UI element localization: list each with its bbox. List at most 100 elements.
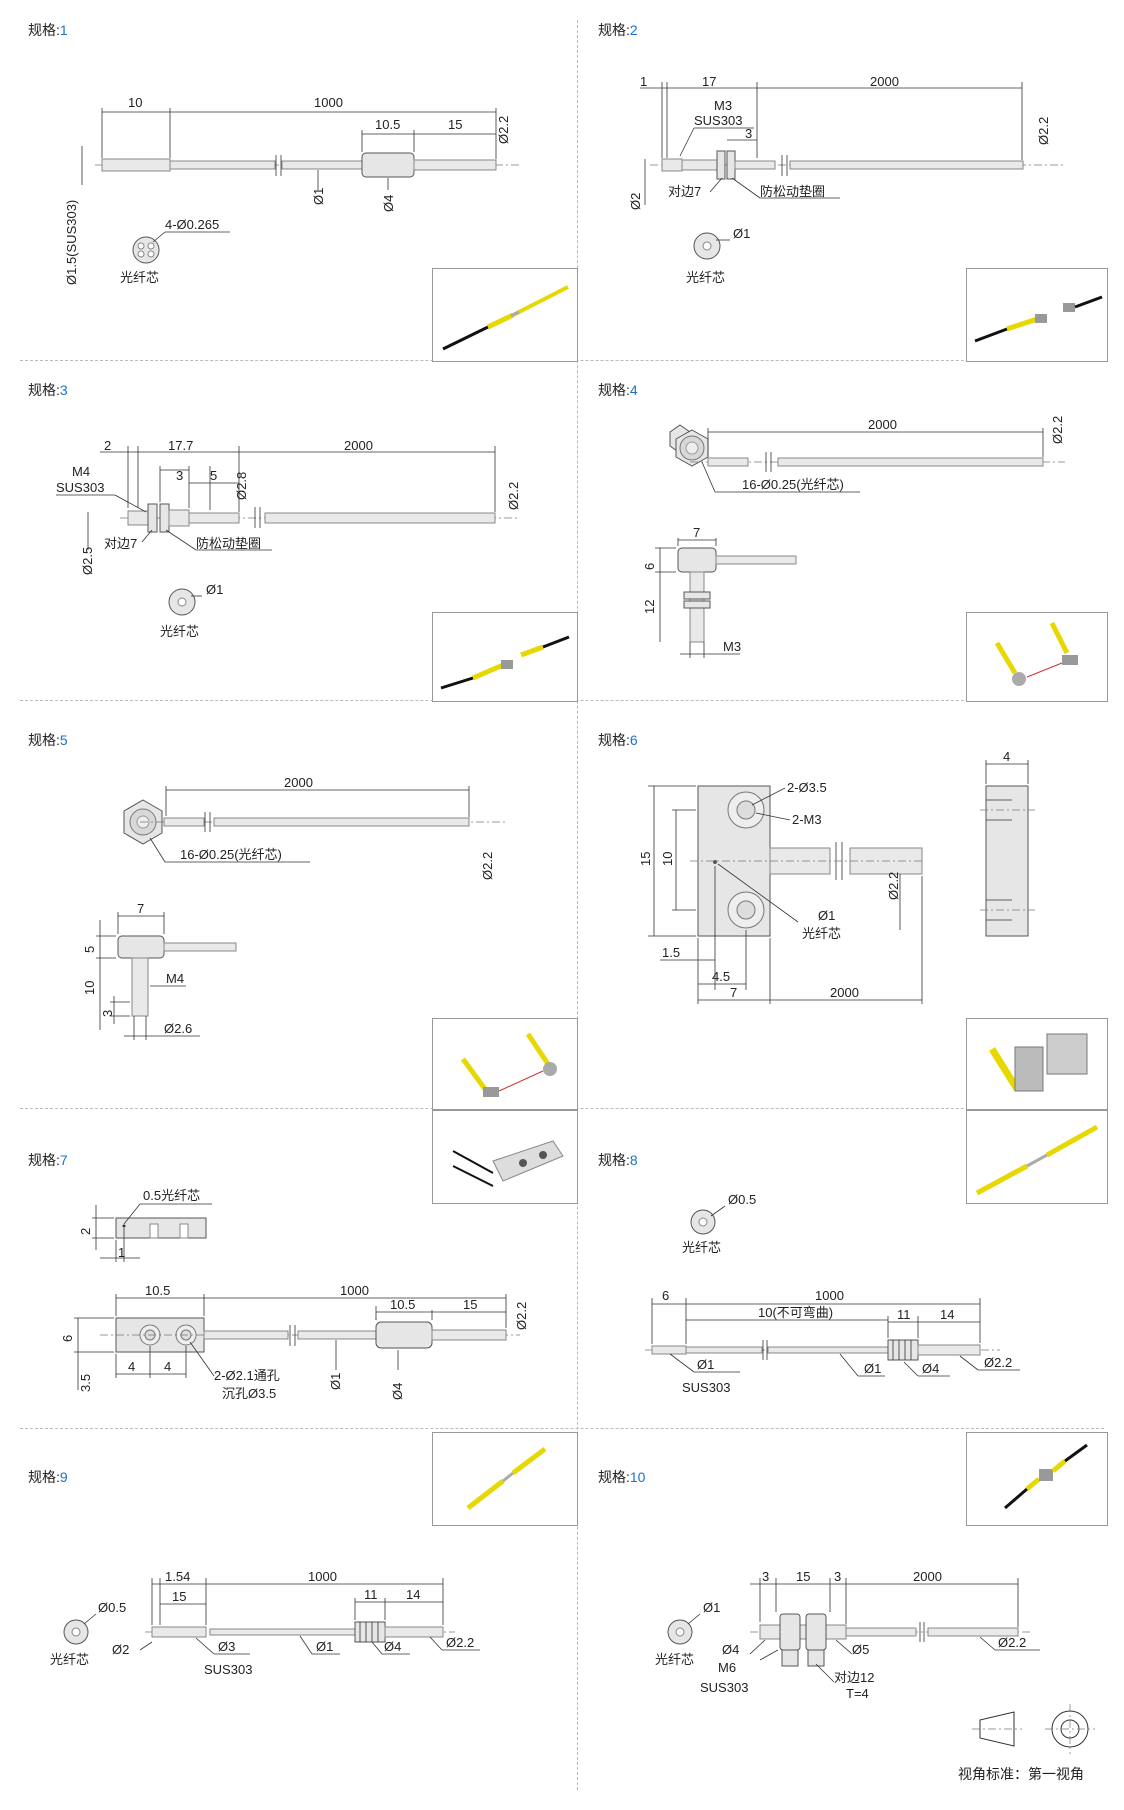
dim-s7-d2-2: Ø2.2	[514, 1302, 529, 1330]
dim-s6-1-5: 1.5	[662, 945, 680, 960]
label-s10-d4: Ø4	[722, 1642, 739, 1657]
drawing-spec-1: 10 1000 10.5 15 Ø2.2 Ø1 Ø4 Ø1.5(SUS303) …	[64, 95, 520, 285]
dim-s2-17: 17	[702, 74, 716, 89]
drawing-spec-2: 1 17 2000 M3 SUS303 3 Ø2.2 Ø2 对边7 防松动垫圈 …	[628, 74, 1065, 285]
dim-s7-10-5: 10.5	[145, 1283, 170, 1298]
dim-s4-2000: 2000	[868, 417, 897, 432]
label-s4-cores: 16-Ø0.25(光纤芯)	[742, 477, 844, 492]
label-s9-d4: Ø4	[384, 1639, 401, 1654]
drawing-spec-8: Ø0.5 光纤芯 6 1000 10(不可弯曲) 11 14 Ø1 SUS303…	[645, 1192, 1020, 1395]
dim-s3-5: 5	[210, 468, 217, 483]
label-s3-sus: SUS303	[56, 480, 104, 495]
dim-s7-15: 15	[463, 1297, 477, 1312]
product-photo-3	[432, 612, 578, 702]
dim-s6-7: 7	[730, 985, 737, 1000]
label-s6-core-dia: Ø1	[818, 908, 835, 923]
dim-s7-d1: Ø1	[328, 1373, 343, 1390]
label-s4-m3: M3	[723, 639, 741, 654]
label-s7-core: 0.5光纤芯	[143, 1188, 200, 1203]
label-s2-sus: SUS303	[694, 113, 742, 128]
dim-s8-11: 11	[897, 1307, 911, 1322]
label-s2-core: 光纤芯	[686, 270, 725, 285]
row-divider	[20, 1428, 1104, 1429]
product-photo-2	[966, 268, 1108, 362]
drawing-spec-7: 0.5光纤芯 2 1 10.5 1000 10.5 15 Ø2.2 6 3.5	[60, 1188, 529, 1401]
spec-title-5: 规格:5	[28, 732, 68, 748]
dim-s10-3b: 3	[834, 1569, 841, 1584]
dim-s3-2: 2	[104, 438, 111, 453]
dim-s3-d2-5: Ø2.5	[80, 547, 95, 575]
label-s6-core: 光纤芯	[802, 926, 841, 941]
label-s9-d2: Ø2	[112, 1642, 129, 1657]
dim-s4-6: 6	[642, 563, 657, 570]
label-s2-flat: 对边7	[668, 184, 701, 199]
label-s8-core-dia: Ø0.5	[728, 1192, 756, 1207]
column-divider	[577, 20, 578, 1790]
label-s7-holes: 2-Ø2.1通孔	[214, 1368, 280, 1383]
dim-s5-3: 3	[100, 1010, 115, 1017]
product-photo-6	[966, 1018, 1108, 1110]
product-photo-5	[432, 1018, 578, 1110]
dim-s3-d2-2: Ø2.2	[506, 482, 521, 510]
drawing-spec-6: 15 10 2-Ø3.5 2-M3 Ø2.2 Ø1 光纤芯 1.5 4.5 7 …	[638, 749, 1035, 1004]
label-s5-cores: 16-Ø0.25(光纤芯)	[180, 847, 282, 862]
product-photo-9	[432, 1432, 578, 1526]
label-s5-d2-6: Ø2.6	[164, 1021, 192, 1036]
dim-s10-2000: 2000	[913, 1569, 942, 1584]
spec-title-7: 规格:7	[28, 1152, 68, 1168]
dim-s5-7: 7	[137, 901, 144, 916]
spec-title-10: 规格:10	[598, 1469, 646, 1485]
dim-s1-10: 10	[128, 95, 142, 110]
dim-s7-1000: 1000	[340, 1283, 369, 1298]
label-s10-d5: Ø5	[852, 1642, 869, 1657]
dim-s2-d2: Ø2	[628, 193, 643, 210]
label-s5-m4: M4	[166, 971, 184, 986]
spec-title-3: 规格:3	[28, 382, 68, 398]
label-s9-core: 光纤芯	[50, 1652, 89, 1667]
view-standard-label: 视角标准：第一视角	[958, 1766, 1084, 1782]
drawing-spec-4: 2000 Ø2.2 16-Ø0.25(光纤芯) 7 6 12 M3	[642, 416, 1065, 658]
dim-s2-d2-2: Ø2.2	[1036, 117, 1051, 145]
dim-s1-d1-5: Ø1.5(SUS303)	[64, 200, 79, 285]
dim-s7-3-5: 3.5	[78, 1374, 93, 1392]
label-s10-thickness: T=4	[846, 1686, 869, 1701]
dim-s6-10: 10	[660, 852, 675, 866]
dim-s5-d2-2: Ø2.2	[480, 852, 495, 880]
dim-s6-4-5: 4.5	[712, 969, 730, 984]
dim-s8-10: 10(不可弯曲)	[758, 1305, 833, 1320]
dim-s9-14: 14	[406, 1587, 420, 1602]
label-s3-m4: M4	[72, 464, 90, 479]
label-s10-sus: SUS303	[700, 1680, 748, 1695]
dim-s7-6: 6	[60, 1335, 75, 1342]
first-angle-projection-icon	[972, 1704, 1095, 1754]
spec-title-9: 规格:9	[28, 1469, 68, 1485]
dim-s2-2000: 2000	[870, 74, 899, 89]
dim-s7-4a: 4	[128, 1359, 135, 1374]
label-s8-sus: SUS303	[682, 1380, 730, 1395]
drawing-spec-9: Ø0.5 光纤芯 1.54 1000 15 11 14 Ø2 Ø3 SUS303…	[50, 1569, 480, 1677]
dim-s1-15: 15	[448, 117, 462, 132]
dim-s3-2000: 2000	[344, 438, 373, 453]
label-s8-core: 光纤芯	[682, 1240, 721, 1255]
spec-title-8: 规格:8	[598, 1152, 638, 1168]
label-s9-d1: Ø1	[316, 1639, 333, 1654]
label-s2-m3: M3	[714, 98, 732, 113]
label-s9-d2-2: Ø2.2	[446, 1635, 474, 1650]
label-s8-d2-2: Ø2.2	[984, 1355, 1012, 1370]
label-s2-washer: 防松动垫圈	[760, 184, 825, 199]
spec-title-4: 规格:4	[598, 382, 638, 398]
dim-s7-2: 2	[78, 1228, 93, 1235]
drawing-spec-3: 2 17.7 2000 3 5 M4 SUS303 Ø2.8 Ø2.2 对边7 …	[56, 438, 521, 639]
dim-s3-17-7: 17.7	[168, 438, 193, 453]
label-s7-counterbore: 沉孔Ø3.5	[222, 1386, 276, 1401]
label-s10-core: 光纤芯	[655, 1652, 694, 1667]
dim-s2-1: 1	[640, 74, 647, 89]
dim-s3-3: 3	[176, 468, 183, 483]
label-s10-d2-2: Ø2.2	[998, 1635, 1026, 1650]
dim-s1-d2-2: Ø2.2	[496, 116, 511, 144]
dim-s6-d2-2: Ø2.2	[886, 872, 901, 900]
product-photo-8	[966, 1110, 1108, 1204]
dim-s6-4: 4	[1003, 749, 1010, 764]
label-s10-m6: M6	[718, 1660, 736, 1675]
